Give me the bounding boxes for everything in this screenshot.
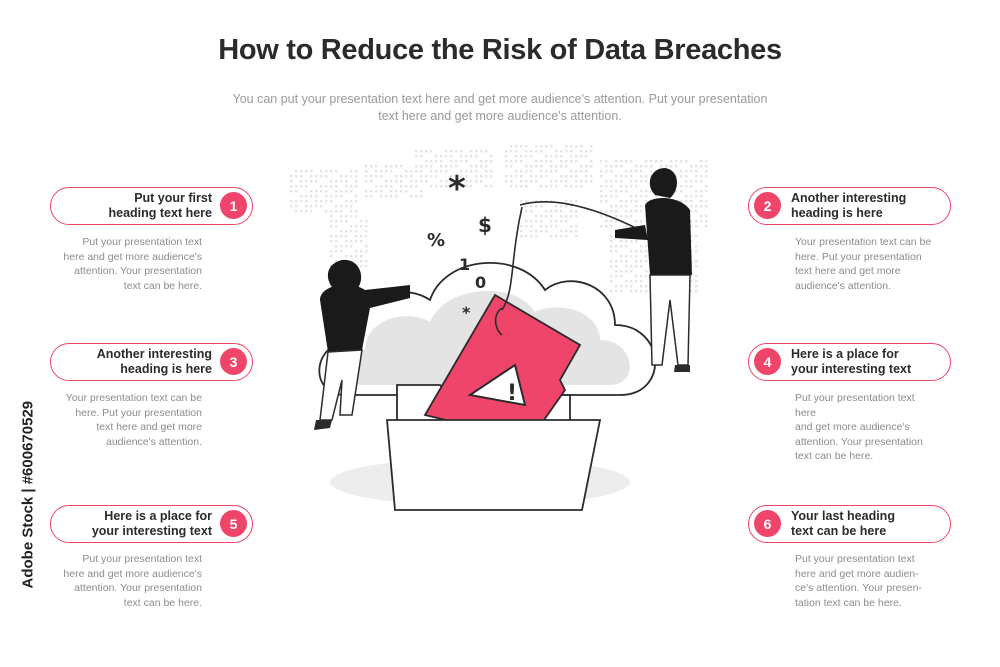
heading-pill-4: 4 Here is a place for your interesting t… <box>748 343 951 381</box>
side-credit: Adobe Stock | #600670529 <box>19 400 37 589</box>
description-6: Put your presentation text here and get … <box>795 553 922 609</box>
asterisk-symbol-large: * <box>448 169 466 209</box>
heading-text-6: Your last heading text can be here <box>791 509 895 538</box>
description-2: Your presentation text can be here. Put … <box>795 236 932 292</box>
heading-text-3: Another interesting heading is here <box>96 347 212 376</box>
folder-front <box>386 419 602 511</box>
digit-one-symbol: 1 <box>459 255 470 274</box>
hacker-figure-icon <box>314 259 410 430</box>
step-number-4: 4 <box>754 348 781 375</box>
data-breach-illustration: ! % 1 0 $ * * <box>290 145 708 511</box>
dollar-symbol: $ <box>478 213 492 237</box>
floating-symbols: % 1 0 $ * * <box>427 169 492 322</box>
description-3: Your presentation text can be here. Put … <box>65 392 202 448</box>
description-4: Put your presentation text here and get … <box>795 392 923 462</box>
heading-pill-3: Another interesting heading is here 3 <box>50 343 253 381</box>
step-number-1: 1 <box>220 192 247 219</box>
asterisk-symbol-small: * <box>462 303 471 322</box>
heading-text-2: Another interesting heading is here <box>791 191 907 220</box>
percent-symbol: % <box>427 230 445 251</box>
step-number-2: 2 <box>754 192 781 219</box>
fishing-rod-icon <box>494 201 641 336</box>
warning-triangle-icon <box>467 363 527 407</box>
heading-text-4: Here is a place for your interesting tex… <box>791 347 912 376</box>
step-number-3: 3 <box>220 348 247 375</box>
warning-mark: ! <box>507 381 517 406</box>
digit-zero-symbol: 0 <box>475 273 486 292</box>
hacker-figure-icon-right <box>615 168 692 372</box>
heading-pill-6: 6 Your last heading text can be here <box>748 505 951 543</box>
description-1: Put your presentation text here and get … <box>63 236 202 292</box>
page-title: How to Reduce the Risk of Data Breaches <box>218 34 782 66</box>
heading-text-5: Here is a place for your interesting tex… <box>91 509 212 538</box>
page-subtitle: You can put your presentation text here … <box>232 92 768 123</box>
heading-text-1: Put your first heading text here <box>108 191 213 220</box>
heading-pill-1: Put your first heading text here 1 <box>50 187 253 225</box>
step-number-5: 5 <box>220 510 247 537</box>
heading-pill-2: 2 Another interesting heading is here <box>748 187 951 225</box>
step-number-6: 6 <box>754 510 781 537</box>
description-5: Put your presentation text here and get … <box>63 553 202 609</box>
heading-pill-5: Here is a place for your interesting tex… <box>50 505 253 543</box>
